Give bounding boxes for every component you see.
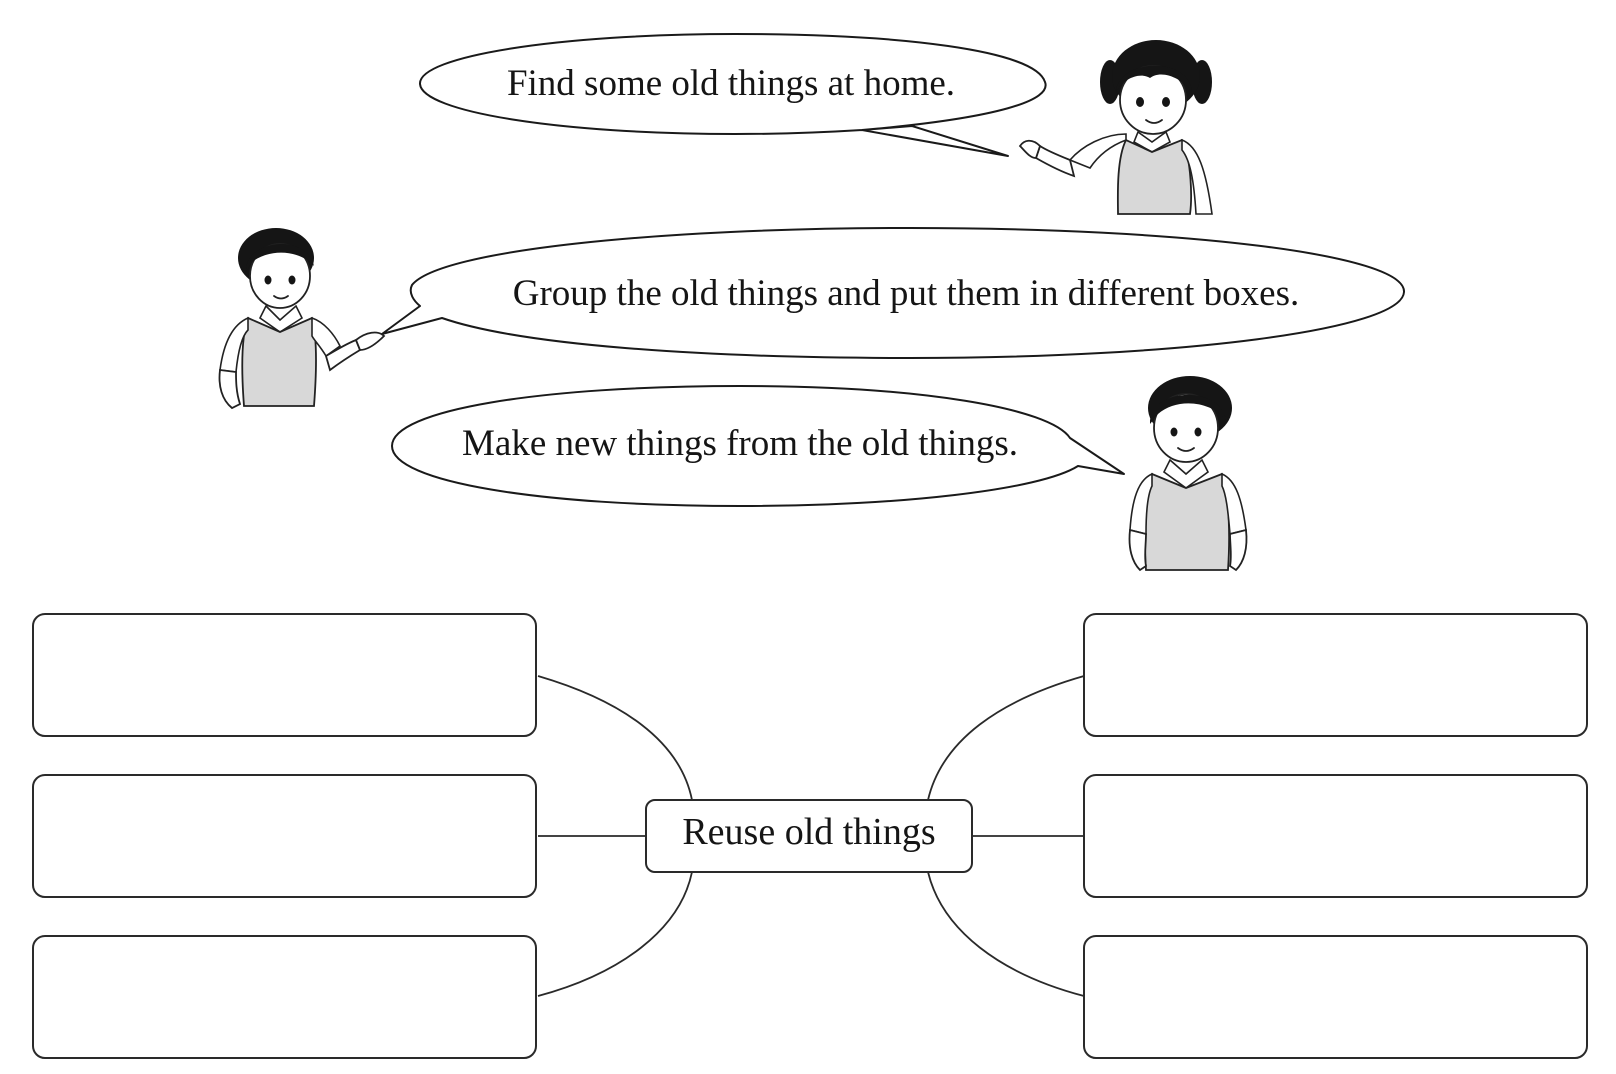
connector-right-top [927,675,1085,801]
center-label-box [645,799,973,873]
boy-left-illustration [218,228,386,410]
center-label: Reuse old things [682,811,935,853]
bubble-text-boy-right: Make new things from the old things. [462,423,1018,464]
connector-left-top [537,675,693,801]
answer-box-left-2[interactable] [32,774,537,898]
answer-box-right-1[interactable] [1083,613,1588,737]
left-answer-boxes [32,613,537,1059]
connector-right-bottom [927,871,1085,997]
speech-bubble-girl: Find some old things at home. [418,33,1047,157]
mind-map-connectors [537,675,1085,997]
bubble-text-girl: Find some old things at home. [507,63,955,104]
speech-bubble-boy-right: Make new things from the old things. [391,385,1125,507]
girl-illustration [1018,40,1213,215]
answer-box-right-2[interactable] [1083,774,1588,898]
boy-right-illustration [1128,376,1248,572]
answer-box-right-3[interactable] [1083,935,1588,1059]
connector-left-bottom [537,871,693,997]
answer-box-left-3[interactable] [32,935,537,1059]
mind-map-center: Reuse old things [645,799,973,873]
bubble-text-boy-left: Group the old things and put them in dif… [513,273,1299,314]
right-answer-boxes [1083,613,1588,1059]
answer-box-left-1[interactable] [32,613,537,737]
speech-bubble-boy-left: Group the old things and put them in dif… [381,227,1406,359]
